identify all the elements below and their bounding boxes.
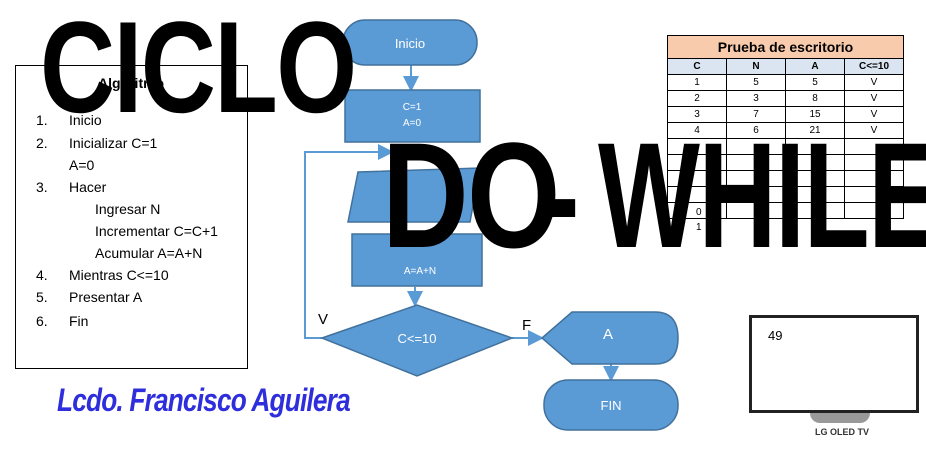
algo-step-text: Incrementar C=C+1	[95, 223, 218, 239]
table-row: 3 7 15 V	[667, 106, 904, 123]
algo-step-text: Presentar A	[69, 289, 143, 305]
title-word-while: WHILE	[598, 111, 926, 279]
tv-screen	[749, 315, 919, 413]
output-label: A	[603, 326, 613, 343]
partial-table-cell: 0	[696, 207, 702, 218]
init-line-1: C=1	[403, 102, 422, 113]
start-label: Inicio	[395, 36, 425, 51]
table-cell: 5	[726, 74, 786, 91]
desk-check-title: Prueba de escritorio	[667, 35, 904, 59]
algo-step-text: Inicio	[69, 112, 102, 128]
column-header: C<=10	[844, 58, 904, 75]
algo-step-num: 3.	[36, 179, 48, 195]
table-row: 2 3 8 V	[667, 90, 904, 107]
algo-step-num: 6.	[36, 313, 48, 329]
output-display-shape	[540, 311, 679, 365]
table-cell: 5	[785, 74, 845, 91]
init-line-2: A=0	[403, 118, 422, 129]
output-value: 49	[768, 328, 783, 343]
loop-back-arrow	[304, 144, 394, 339]
column-header: N	[726, 58, 786, 75]
table-cell: 3	[726, 90, 786, 107]
table-row	[667, 186, 904, 203]
algo-step-text: Mientras C<=10	[69, 267, 169, 283]
input-parallelogram	[347, 167, 481, 223]
table-row: 1 5 5 V	[667, 74, 904, 91]
title-dash: -	[540, 111, 580, 279]
accumulate-process-box	[351, 233, 483, 287]
condition-label: C<=10	[397, 331, 436, 346]
start-terminal	[342, 19, 478, 66]
end-terminal	[543, 379, 679, 431]
desk-check-table: Prueba de escritorio C N A C<=10 1 5 5 V…	[667, 35, 904, 219]
true-label: V	[318, 311, 328, 328]
title-word-ciclo: CICLO	[40, 0, 357, 140]
table-row	[667, 202, 904, 219]
false-label: F	[522, 317, 531, 334]
algo-step-num: 1.	[36, 112, 48, 128]
table-cell: 1	[667, 74, 727, 91]
table-row	[667, 170, 904, 187]
title-word-do: DO	[382, 111, 560, 279]
end-label: FIN	[601, 398, 622, 413]
algo-step-text: Acumular A=A+N	[95, 245, 203, 261]
author-name: Lcdo. Francisco Aguilera	[57, 382, 351, 418]
algo-step-text: Hacer	[69, 179, 107, 195]
tv-brand-label: LG OLED TV	[815, 427, 869, 437]
process-label: A=A+N	[404, 266, 436, 277]
algorithm-title: Algoritmo	[98, 75, 165, 91]
table-cell: 8	[785, 90, 845, 107]
column-header: A	[785, 58, 845, 75]
algorithm-box	[15, 65, 248, 369]
column-header: C	[667, 58, 727, 75]
algo-step-num: 4.	[36, 267, 48, 283]
algo-step-num: 2.	[36, 135, 48, 151]
partial-table-cell: 1	[696, 222, 702, 233]
init-process-box	[344, 89, 481, 143]
tv-stand	[810, 413, 870, 423]
algo-step-text: Inicializar C=1	[69, 135, 158, 151]
algo-step-text: Ingresar N	[95, 201, 161, 217]
table-cell: V	[844, 74, 904, 91]
decision-diamond	[319, 304, 515, 377]
algo-step-text: A=0	[69, 157, 95, 173]
algo-step-num: 5.	[36, 289, 48, 305]
table-cell: V	[844, 90, 904, 107]
table-cell: 2	[667, 90, 727, 107]
algo-step-text: Fin	[69, 313, 89, 329]
